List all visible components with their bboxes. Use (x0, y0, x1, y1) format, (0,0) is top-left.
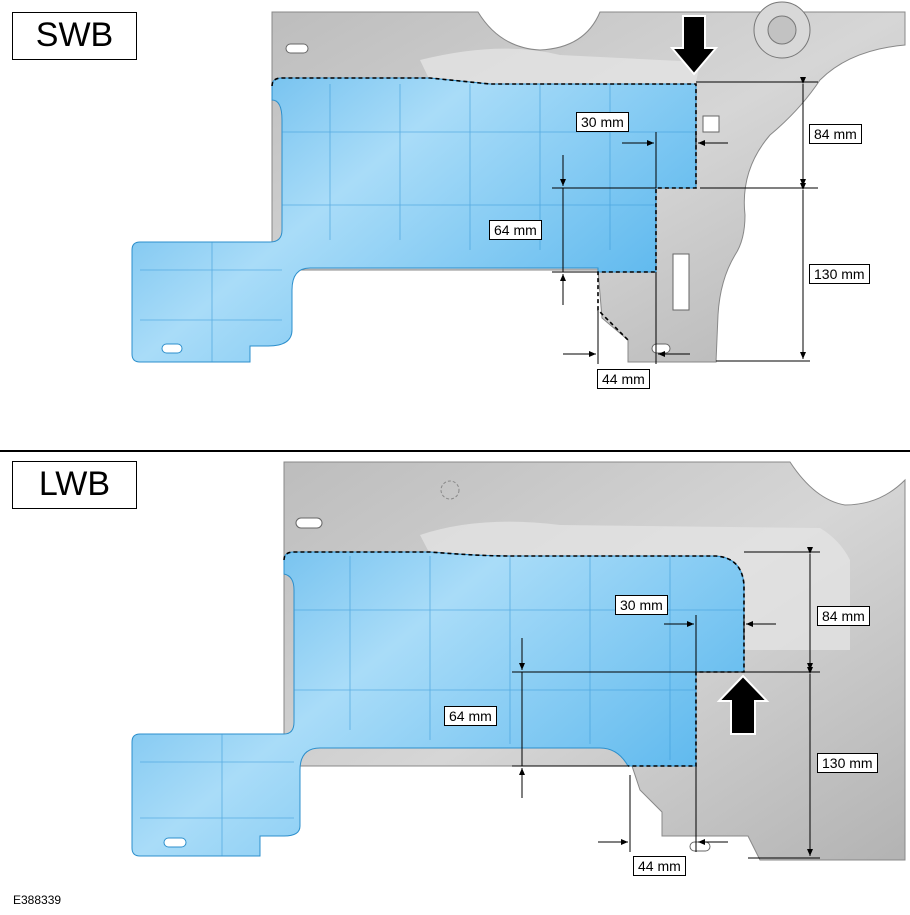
swb-slot-hole (285, 43, 309, 54)
lwb-label-64mm: 64 mm (444, 706, 497, 726)
swb-blue-slot (161, 343, 183, 354)
lwb-slot-bottom (689, 841, 711, 852)
swb-label-130mm: 130 mm (809, 264, 870, 284)
swb-label-84mm: 84 mm (809, 124, 862, 144)
swb-dimension-lines (552, 77, 818, 364)
lwb-label-44mm: 44 mm (633, 856, 686, 876)
lwb-label-84mm: 84 mm (817, 606, 870, 626)
lwb-label-30mm: 30 mm (615, 595, 668, 615)
swb-label-64mm: 64 mm (489, 220, 542, 240)
reference-code: E388339 (13, 893, 62, 907)
swb-square-hole (702, 115, 720, 133)
lwb-dimension-lines (512, 547, 820, 859)
swb-title: SWB (12, 12, 137, 60)
swb-cut-line (271, 77, 697, 341)
lwb-panel (131, 461, 906, 861)
section-divider (0, 450, 910, 452)
lwb-blue-grid (140, 556, 744, 856)
lwb-direction-arrow (716, 674, 770, 735)
swb-round-boss-inner (767, 15, 797, 45)
lwb-title: LWB (12, 461, 137, 509)
lwb-slot-hole (295, 517, 323, 529)
swb-label-44mm: 44 mm (597, 369, 650, 389)
swb-slot-bottom (651, 343, 671, 354)
swb-label-30mm: 30 mm (576, 112, 629, 132)
swb-vertical-slot (672, 253, 690, 311)
lwb-label-130mm: 130 mm (817, 753, 878, 773)
swb-panel (131, 1, 906, 364)
lwb-blue-slot (163, 837, 187, 848)
lwb-cut-line (283, 551, 745, 767)
lwb-round-mark (440, 480, 460, 500)
swb-direction-arrow (669, 15, 719, 76)
